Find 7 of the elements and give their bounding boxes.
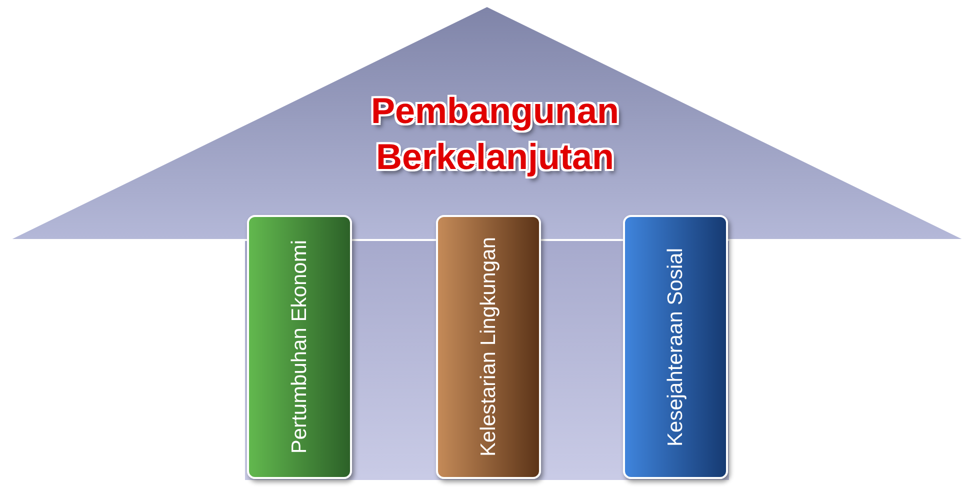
pillar-label: Kelestarian Lingkungan [476,237,500,457]
pillar-box [247,215,352,479]
roof-title: Pembangunan Berkelanjutan [370,89,620,179]
pillar-box [436,215,541,479]
pillar-label: Kesejahteraan Sosial [664,248,688,446]
pillar-box [623,215,728,479]
pillar-label: Pertumbuhan Ekonomi [288,240,312,454]
